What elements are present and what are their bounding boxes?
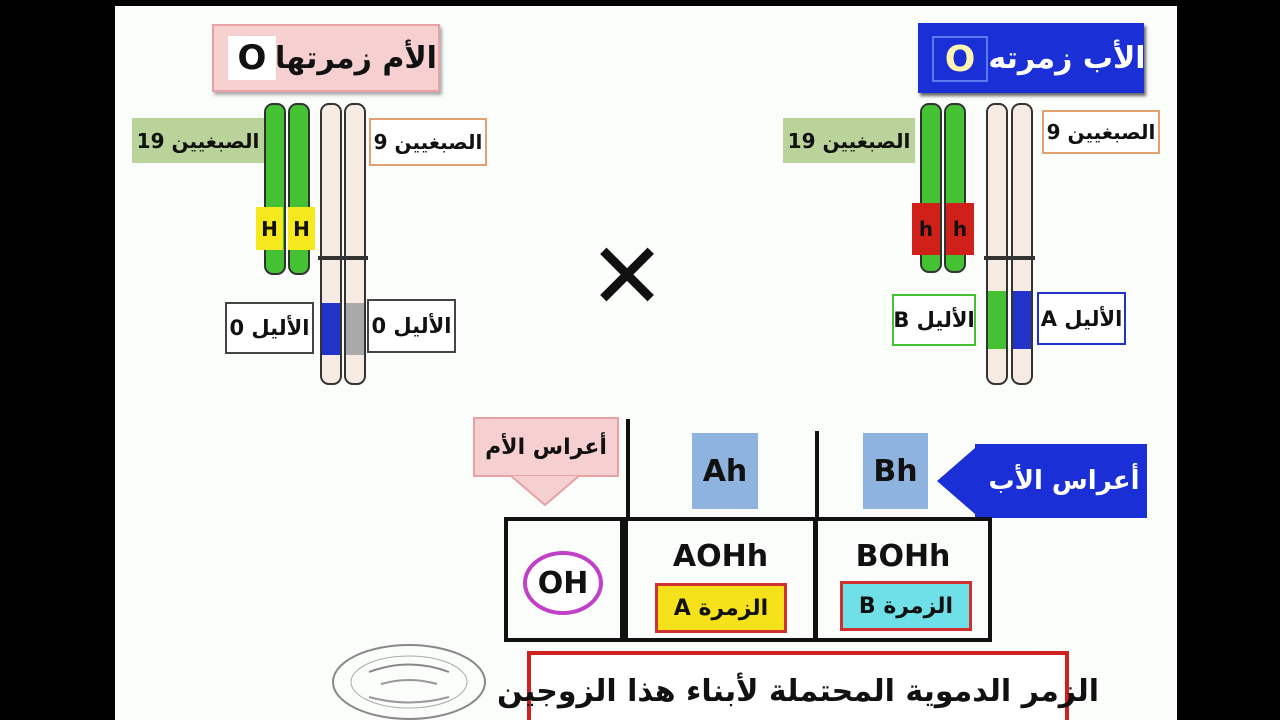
father-group-box: O bbox=[932, 36, 988, 82]
father-allele-left: الأليل B bbox=[892, 294, 976, 346]
father-gametes-label: أعراس الأب bbox=[988, 466, 1140, 496]
father-allele-left-text: الأليل B bbox=[893, 308, 975, 332]
mother-chr9-centromere bbox=[318, 256, 368, 260]
cross-symbol: ✕ bbox=[583, 223, 671, 330]
mother-gene-h1: H bbox=[256, 207, 283, 250]
father-chr9-b bbox=[1011, 103, 1033, 385]
father-gamete-bh-text: Bh bbox=[873, 453, 918, 489]
offspring-b-genotype: BOHh bbox=[818, 534, 988, 578]
father-gene-h2: h bbox=[946, 203, 974, 255]
mother-allele-right: الأليل 0 bbox=[367, 299, 456, 353]
grid-divider-1 bbox=[626, 419, 630, 519]
mother-chr9-label: الصبغيين 9 bbox=[369, 118, 487, 166]
offspring-a-genotype: AOHh bbox=[628, 534, 813, 578]
offspring-a-group-text: الزمرة A bbox=[673, 595, 769, 621]
mother-chr9-b-allele-band bbox=[346, 303, 364, 355]
mother-gamete-oh: OH bbox=[523, 551, 603, 615]
father-gene-h2-text: h bbox=[952, 217, 968, 241]
mother-allele-right-text: الأليل 0 bbox=[371, 314, 452, 338]
mother-chr9-a-allele-band bbox=[322, 303, 340, 355]
mother-chr19-label-text: الصبغيين 19 bbox=[136, 128, 260, 153]
father-gametes-label-box: أعراس الأب bbox=[983, 446, 1145, 516]
cross-symbol-text: ✕ bbox=[588, 222, 666, 330]
mother-allele-left-text: الأليل 0 bbox=[229, 316, 310, 340]
father-chr9-label: الصبغيين 9 bbox=[1042, 110, 1160, 154]
mother-gene-h2-text: H bbox=[293, 216, 310, 241]
father-gamete-ah: Ah bbox=[692, 433, 758, 509]
mother-chr9-a bbox=[320, 103, 342, 385]
mother-chr9-label-text: الصبغيين 9 bbox=[373, 130, 483, 154]
mother-gamete-oh-text: OH bbox=[537, 565, 589, 601]
father-chr9-label-text: الصبغيين 9 bbox=[1046, 120, 1156, 144]
mother-chr19-label: الصبغيين 19 bbox=[132, 118, 264, 163]
offspring-a-genotype-text: AOHh bbox=[672, 538, 769, 574]
offspring-b-genotype-text: BOHh bbox=[855, 538, 951, 574]
father-chr19-label: الصبغيين 19 bbox=[783, 118, 915, 163]
father-title-text: الأب زمرته bbox=[988, 40, 1146, 76]
offspring-b-group-text: الزمرة B bbox=[858, 593, 954, 619]
mother-chr9-b bbox=[344, 103, 366, 385]
father-gamete-ah-text: Ah bbox=[702, 453, 748, 489]
mother-allele-left: الأليل 0 bbox=[225, 302, 314, 354]
father-allele-right-text: الأليل A bbox=[1040, 306, 1123, 331]
father-gene-h1: h bbox=[912, 203, 940, 255]
father-chr9-centromere bbox=[984, 256, 1035, 260]
father-gene-h1-text: h bbox=[918, 217, 934, 241]
mother-gametes-arrow bbox=[510, 475, 580, 507]
mother-group-box: O bbox=[228, 36, 276, 80]
caption-text: الزمر الدموية المحتملة لأبناء هذا الزوجي… bbox=[496, 673, 1100, 709]
diagram-board: الأم زمرتها O الصبغيين 19 الصبغيين 9 H H… bbox=[115, 6, 1177, 720]
mother-title-text: الأم زمرتها bbox=[275, 40, 437, 76]
father-chr9-a bbox=[986, 103, 1008, 385]
father-allele-right: الأليل A bbox=[1037, 292, 1126, 345]
father-chr19-label-text: الصبغيين 19 bbox=[787, 128, 911, 153]
father-chr9-a-allele-band bbox=[988, 291, 1006, 349]
mother-gametes-label: أعراس الأم bbox=[485, 434, 607, 460]
mother-group-letter: O bbox=[237, 38, 267, 78]
father-gamete-bh: Bh bbox=[863, 433, 928, 509]
offspring-b-group: الزمرة B bbox=[840, 581, 972, 631]
caption-box: الزمر الدموية المحتملة لأبناء هذا الزوجي… bbox=[497, 651, 1099, 720]
father-chr9-b-allele-band bbox=[1013, 291, 1031, 349]
offspring-a-group: الزمرة A bbox=[655, 583, 787, 633]
father-gametes-arrow bbox=[937, 444, 1147, 518]
stamp-logo bbox=[332, 644, 486, 720]
grid-divider-2 bbox=[815, 431, 819, 521]
mother-gene-h2: H bbox=[288, 207, 315, 250]
father-group-letter: O bbox=[944, 38, 976, 80]
mother-gametes-callout: أعراس الأم bbox=[473, 417, 619, 477]
mother-gene-h1-text: H bbox=[261, 216, 278, 241]
